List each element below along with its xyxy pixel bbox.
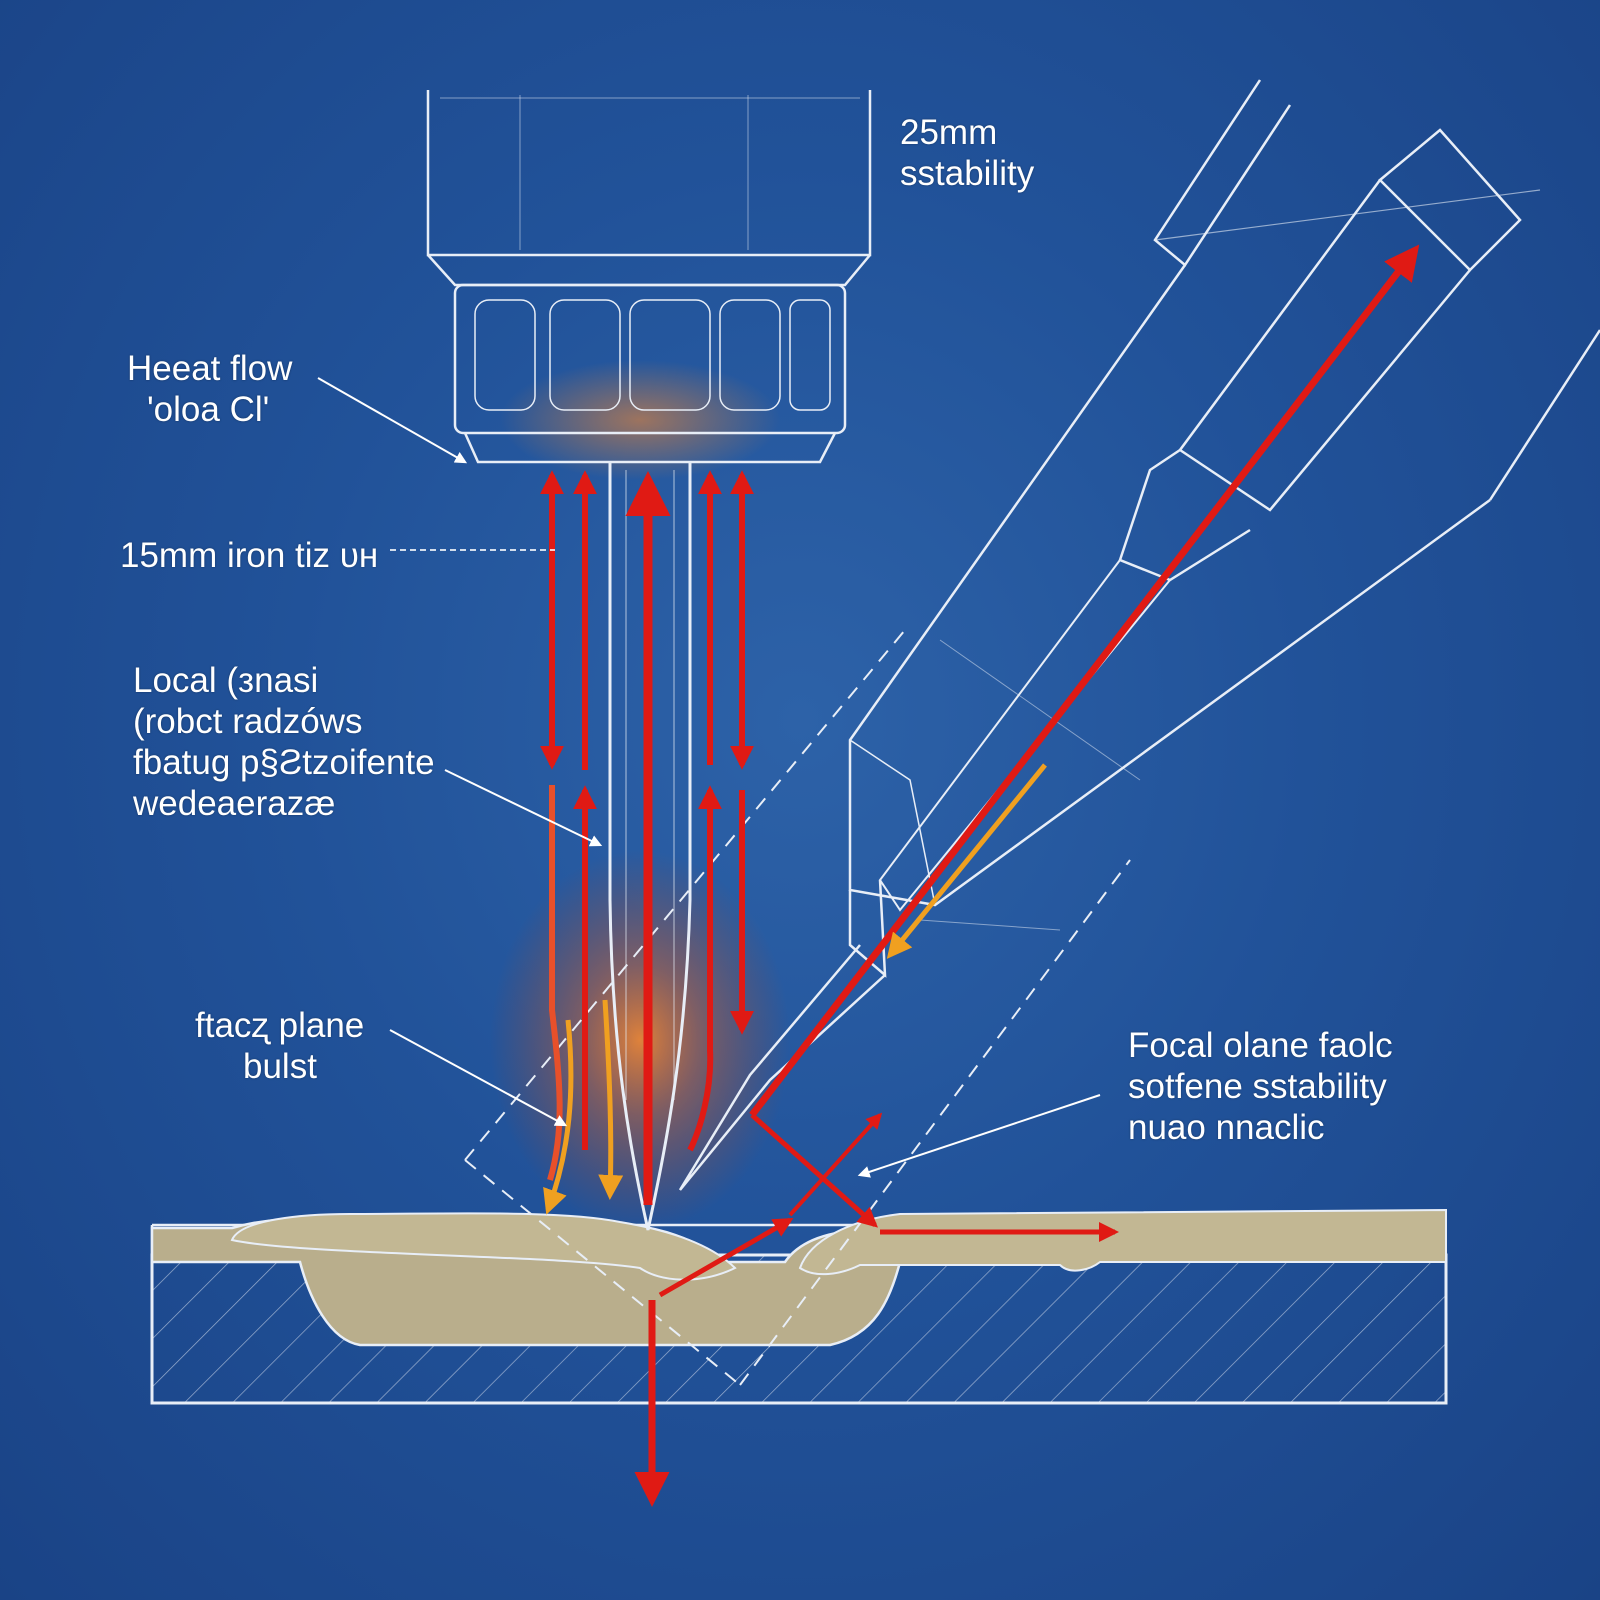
label-focal-plane-line-3: nuao nnaclic [1128, 1108, 1325, 1147]
label-iron-tip-text: 15mm iron tiz υн [120, 536, 379, 575]
label-iron-tip: 15mm iron tiz υн [120, 535, 378, 576]
focal-region-dashed [464, 629, 1131, 1386]
label-heat-flow-line-1: Heeat flow [127, 349, 293, 388]
label-local: Local (зnasi (robct radzóws fbatug p§Ƨtz… [133, 660, 435, 824]
label-local-line-2: (robct radzóws [133, 702, 363, 741]
label-focal-plane-line-2: sotfene sstability [1128, 1067, 1387, 1106]
label-ftac-plane: ftacʐ plane bulst [195, 1005, 364, 1087]
label-ftac-plane-line-1: ftacʐ plane [195, 1006, 365, 1045]
label-ftac-plane-line-2: bulst [243, 1047, 317, 1086]
label-top-right-line-2: sstability [900, 154, 1035, 193]
label-local-line-4: wedeaerazæ [133, 784, 336, 823]
label-focal-plane: Focal olane faolc sotfene sstability nua… [1128, 1025, 1393, 1148]
label-heat-flow-line-2: 'oloa Cl' [147, 390, 270, 429]
label-top-right: 25mm sstability [900, 112, 1034, 194]
label-focal-plane-line-1: Focal olane faolc [1128, 1026, 1393, 1065]
label-heat-flow: Heeat flow 'oloa Cl' [127, 348, 292, 430]
angled-iron [678, 79, 1600, 1191]
heat-flow-arrows [540, 244, 1420, 1507]
label-top-right-line-1: 25mm [900, 113, 998, 152]
label-local-line-3: fbatug p§Ƨtzoifente [133, 743, 435, 782]
vertical-iron [426, 90, 872, 1231]
solder-joint [150, 1208, 1447, 1347]
leader-lines [317, 377, 1101, 1178]
flux-arrows [543, 763, 1047, 1215]
label-local-line-1: Local (зnasi [133, 661, 319, 700]
